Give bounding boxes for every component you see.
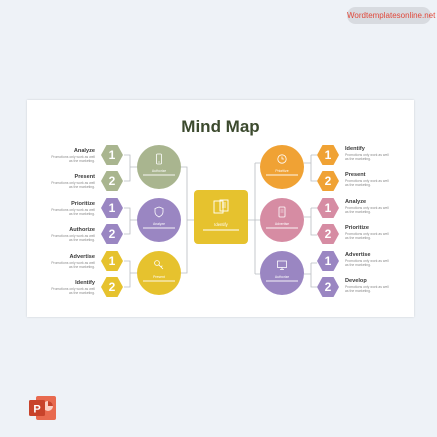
- tablet-icon: [278, 206, 286, 218]
- right-item-desc: Promotions only work as well as the mark…: [345, 259, 389, 268]
- hub-circle: Analyze: [137, 198, 181, 242]
- shield-icon: [154, 206, 164, 218]
- left-item-label: Identify: [75, 280, 95, 286]
- center-label: Identify: [214, 222, 228, 227]
- monitor-icon: [277, 260, 287, 270]
- right-item-label: Prioritize: [345, 225, 369, 231]
- number-hexagon: 1: [101, 145, 123, 165]
- center-node: Identify: [194, 190, 248, 244]
- hub-subtext-line: [143, 174, 175, 176]
- powerpoint-icon: P: [29, 396, 56, 420]
- center-subtext-line: [203, 229, 239, 231]
- number-hexagon: 1: [317, 198, 339, 218]
- powerpoint-letter: P: [33, 404, 40, 416]
- number-hexagon: 2: [101, 277, 123, 297]
- connector-lines: [124, 154, 317, 288]
- hub-label: Present: [153, 275, 165, 279]
- hub-label: Authorize: [274, 275, 290, 279]
- number-hexagon: 1: [101, 251, 123, 271]
- left-item-desc: Promotions only work as well as the mark…: [51, 208, 95, 217]
- hub-subtext-line: [143, 227, 175, 229]
- hub-label: Analyze: [152, 222, 166, 226]
- document-icon: [213, 199, 229, 214]
- number-hexagon: 2: [317, 171, 339, 191]
- hub-subtext-line: [143, 280, 175, 282]
- hub-circle: Prioritize: [260, 145, 304, 189]
- right-item-desc: Promotions only work as well as the mark…: [345, 179, 389, 188]
- phone-icon: [156, 153, 162, 165]
- number-hexagon: 2: [317, 224, 339, 244]
- hub-subtext-line: [266, 227, 298, 229]
- number-hexagon: 1: [317, 145, 339, 165]
- key-icon: [154, 260, 164, 270]
- hub-label: Advertise: [274, 222, 290, 226]
- number-hexagon: 2: [317, 277, 339, 297]
- number-hexagon: 2: [101, 171, 123, 191]
- number-hexagon: 1: [101, 198, 123, 218]
- left-item-desc: Promotions only work as well as the mark…: [51, 234, 95, 243]
- hub-label: Prioritize: [275, 169, 289, 173]
- hub-label: Authorize: [151, 169, 167, 173]
- left-item-label: Advertise: [69, 254, 96, 260]
- watermark-badge[interactable]: Wordtemplatesonline.net: [347, 7, 435, 24]
- right-item-label: Analyze: [345, 199, 367, 205]
- hub-circle: Authorize: [137, 145, 181, 189]
- right-item-label: Advertise: [345, 252, 371, 258]
- right-item-desc: Promotions only work as well as the mark…: [345, 285, 389, 294]
- left-item-label: Analyze: [73, 148, 95, 154]
- hub-subtext-line: [266, 280, 298, 282]
- number-hexagon: 2: [101, 224, 123, 244]
- left-item-desc: Promotions only work as well as the mark…: [51, 181, 95, 190]
- mind-map-slide: Mind Map Analyze Promotions only work as…: [27, 100, 414, 317]
- hub-subtext-line: [266, 174, 298, 176]
- right-item-label: Identify: [345, 146, 365, 152]
- number-hexagon: 1: [317, 251, 339, 271]
- left-item-label: Prioritize: [71, 201, 95, 207]
- clock-icon: [277, 154, 287, 164]
- page-title: Mind Map: [181, 117, 260, 136]
- left-item-desc: Promotions only work as well as the mark…: [51, 261, 95, 270]
- hub-circle: Authorize: [260, 251, 304, 295]
- right-item-desc: Promotions only work as well as the mark…: [345, 232, 389, 241]
- right-item-label: Present: [345, 172, 366, 178]
- left-item-label: Present: [74, 174, 95, 180]
- hub-circle: Present: [137, 251, 181, 295]
- left-item-label: Authorize: [69, 227, 95, 233]
- left-item-desc: Promotions only work as well as the mark…: [51, 155, 95, 164]
- right-item-desc: Promotions only work as well as the mark…: [345, 206, 389, 215]
- right-item-desc: Promotions only work as well as the mark…: [345, 153, 389, 162]
- left-item-desc: Promotions only work as well as the mark…: [51, 287, 95, 296]
- hub-circle: Advertise: [260, 198, 304, 242]
- right-item-label: Develop: [345, 278, 367, 284]
